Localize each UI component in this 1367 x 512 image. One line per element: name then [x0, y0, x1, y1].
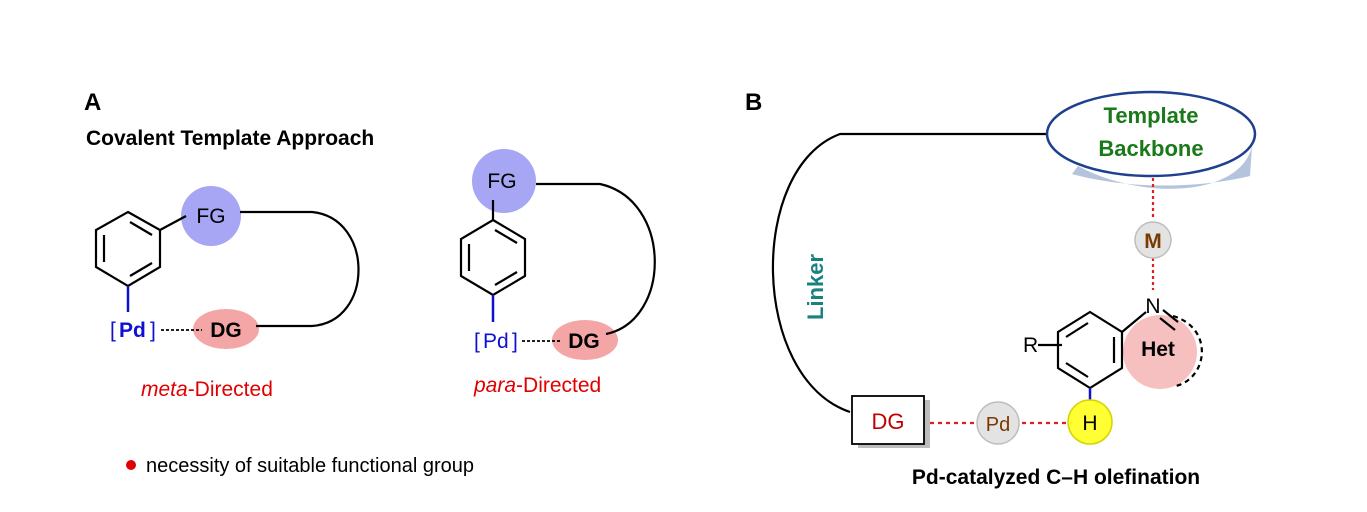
- para-ring-double-bond-2: [494, 271, 518, 286]
- r-group-label: R: [1023, 334, 1038, 357]
- note: necessity of suitable functional group: [126, 455, 474, 477]
- meta-fg-circle: [181, 186, 241, 246]
- pd-label: Pd: [986, 414, 1010, 436]
- cn-double-bond-a: [1162, 309, 1179, 323]
- panel-b: B Linker Template Backbone M N Het R: [745, 89, 1257, 489]
- meta-ring-double-bond-1: [129, 221, 153, 236]
- para-caption-suffix: -Directed: [516, 374, 601, 397]
- para-pd-bracket-right: ]: [512, 330, 518, 353]
- arene-double-bond-1: [1065, 322, 1089, 338]
- arene-n-bond: [1121, 311, 1147, 333]
- meta-caption: meta-Directed: [141, 378, 273, 401]
- meta-fg-label: FG: [196, 205, 225, 228]
- para-fg-circle: [472, 149, 536, 213]
- para-pd-bracket-left: [: [474, 330, 480, 353]
- para-caption: para-Directed: [473, 374, 601, 397]
- metal-m-sphere-icon: [1134, 221, 1172, 259]
- cn-double-bond-b: [1159, 317, 1176, 331]
- template-backbone-ellipse: [1045, 90, 1257, 178]
- para-fg-label: FG: [487, 170, 516, 193]
- dg-box: [851, 395, 925, 445]
- meta-caption-suffix: -Directed: [188, 378, 273, 401]
- arene-ring: [1056, 310, 1124, 390]
- meta-pd-bracket-left: [: [110, 319, 116, 342]
- meta-pd-label: Pd: [119, 319, 146, 342]
- meta-scheme: FG [ Pd ] DG meta-Directed: [94, 186, 360, 401]
- nitrogen-label: N: [1145, 295, 1160, 318]
- para-dg-label: DG: [568, 330, 600, 353]
- template-label-line2: Backbone: [1098, 136, 1203, 161]
- linker-curve: [771, 132, 1046, 414]
- meta-linker-curve: [240, 210, 360, 328]
- para-benzene-ring: [459, 218, 527, 297]
- panel-b-label: B: [745, 89, 762, 116]
- hydrogen-yellow-circle: [1067, 399, 1113, 445]
- para-linker-curve: [536, 182, 656, 336]
- metal-m-label: M: [1144, 230, 1162, 253]
- para-dg-ellipse: [552, 320, 618, 360]
- het-label: Het: [1141, 338, 1175, 361]
- note-text: necessity of suitable functional group: [146, 455, 474, 477]
- panel-b-caption: Pd-catalyzed C–H olefination: [912, 466, 1200, 489]
- meta-ring-double-bond-2: [129, 262, 153, 277]
- note-bullet-icon: [126, 460, 136, 470]
- linker-label: Linker: [803, 254, 828, 320]
- meta-dg-label: DG: [210, 319, 242, 342]
- pd-sphere-icon: [976, 401, 1020, 445]
- panel-a: A Covalent Template Approach FG [ Pd ] D…: [84, 89, 656, 477]
- panel-a-title: Covalent Template Approach: [86, 127, 374, 150]
- panel-a-label: A: [84, 89, 101, 116]
- para-caption-prefix: para: [473, 374, 516, 397]
- para-pd-label: Pd: [483, 330, 509, 353]
- hydrogen-label: H: [1082, 412, 1097, 435]
- meta-caption-prefix: meta: [141, 378, 188, 401]
- dg-box-label: DG: [872, 409, 905, 434]
- para-ring-double-bond-1: [494, 229, 518, 244]
- het-dashed-outline: [1172, 314, 1203, 388]
- arene-double-bond-2: [1065, 362, 1089, 378]
- het-region: [1123, 315, 1197, 389]
- meta-fg-bond: [159, 215, 187, 231]
- para-scheme: FG [ Pd ] DG para-Directed: [459, 149, 656, 397]
- meta-benzene-ring: [94, 210, 162, 288]
- meta-pd-bracket-right: ]: [150, 319, 156, 342]
- meta-dg-ellipse: [193, 309, 259, 349]
- template-label-line1: Template: [1104, 103, 1199, 128]
